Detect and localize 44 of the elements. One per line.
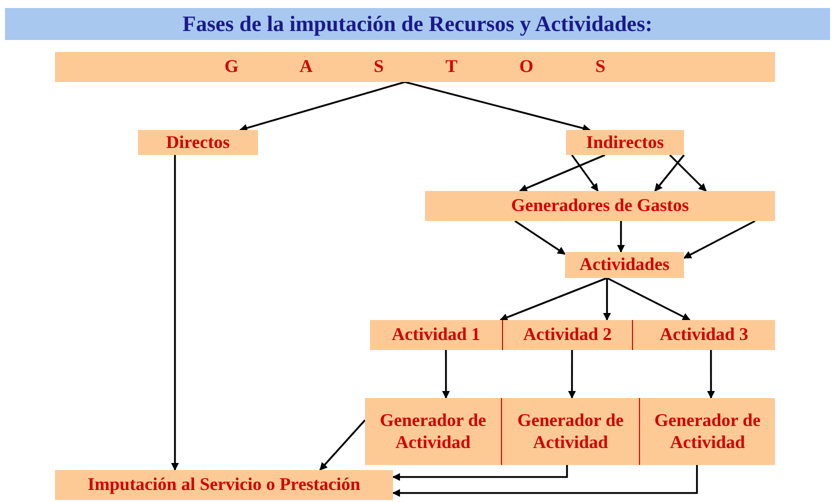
box-label: Actividades: [580, 254, 670, 276]
arrow: [404, 81, 591, 132]
arrow: [442, 350, 450, 399]
process-box: [503, 320, 633, 350]
process-box: [425, 191, 775, 221]
box-label: Generador de Actividad: [378, 410, 488, 454]
box-label: Actividad 1: [392, 324, 480, 346]
arrow: [392, 465, 698, 497]
arrow: [654, 154, 685, 192]
arrow: [669, 154, 707, 192]
arrow: [606, 277, 691, 321]
box-label: Indirectos: [586, 132, 664, 154]
arrow: [170, 155, 179, 471]
arrow: [392, 465, 568, 481]
process-box: [565, 252, 684, 278]
process-box: [633, 320, 775, 350]
process-box: [138, 130, 258, 155]
box-label: Generador de Actividad: [653, 410, 762, 454]
arrow: [519, 154, 606, 192]
arrow: [239, 81, 406, 132]
process-box: [365, 398, 502, 465]
process-box: [370, 320, 503, 350]
arrow: [319, 420, 366, 471]
box-label: Directos: [166, 132, 230, 154]
process-box: [502, 398, 640, 465]
arrow: [707, 350, 715, 399]
box-label: Generadores de Gastos: [511, 195, 689, 217]
box-label: Imputación al Servicio o Prestación: [88, 474, 360, 496]
arrow: [683, 220, 756, 259]
box-label: Actividad 3: [660, 324, 748, 346]
arrow: [616, 221, 625, 253]
process-box: [55, 52, 775, 82]
title: Fases de la imputación de Recursos y Actividades:: [182, 11, 652, 37]
arrow: [571, 154, 599, 192]
arrow: [514, 220, 566, 255]
arrow: [500, 277, 608, 322]
box-label: Actividad 2: [523, 324, 612, 346]
process-box: [640, 398, 775, 465]
process-box: [566, 130, 684, 155]
arrow: [568, 350, 576, 399]
process-box: [55, 470, 393, 500]
arrow: [603, 278, 611, 321]
box-label: G A S T O S: [224, 56, 606, 78]
box-label: Generador de Actividad: [516, 410, 625, 454]
